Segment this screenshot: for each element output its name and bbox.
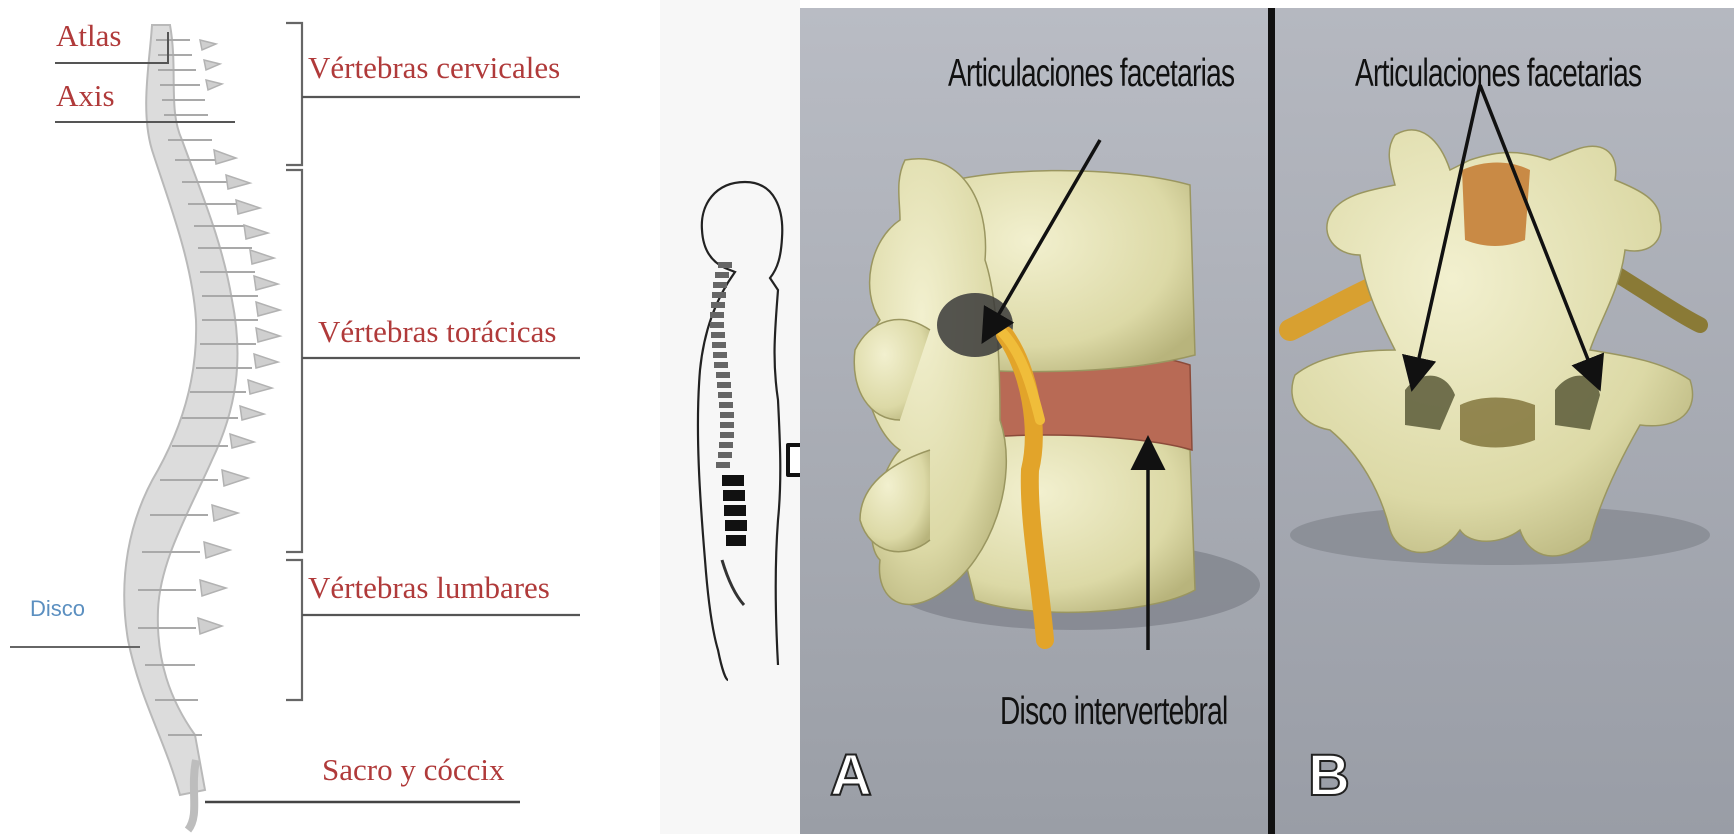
label-sacro-coccix: Sacro y cóccix bbox=[322, 752, 504, 788]
panel-letter-a: A bbox=[830, 742, 872, 809]
body-silhouette bbox=[660, 0, 800, 834]
label-articulaciones-facetarias-b: Articulaciones facetarias bbox=[1355, 52, 1641, 96]
label-axis: Axis bbox=[56, 78, 115, 114]
panel-letter-b: B bbox=[1308, 742, 1350, 809]
panel-separator bbox=[1268, 8, 1275, 834]
label-vertebras-toracicas: Vértebras torácicas bbox=[318, 314, 556, 350]
label-vertebras-cervicales: Vértebras cervicales bbox=[308, 50, 560, 86]
label-articulaciones-facetarias-a: Articulaciones facetarias bbox=[948, 52, 1234, 96]
spine-illustration bbox=[124, 25, 280, 830]
label-atlas: Atlas bbox=[56, 18, 121, 54]
label-disco: Disco bbox=[30, 596, 85, 622]
label-vertebras-lumbares: Vértebras lumbares bbox=[308, 570, 550, 606]
label-disco-intervertebral: Disco intervertebral bbox=[1000, 690, 1227, 734]
photo-panel-b bbox=[1275, 8, 1734, 834]
